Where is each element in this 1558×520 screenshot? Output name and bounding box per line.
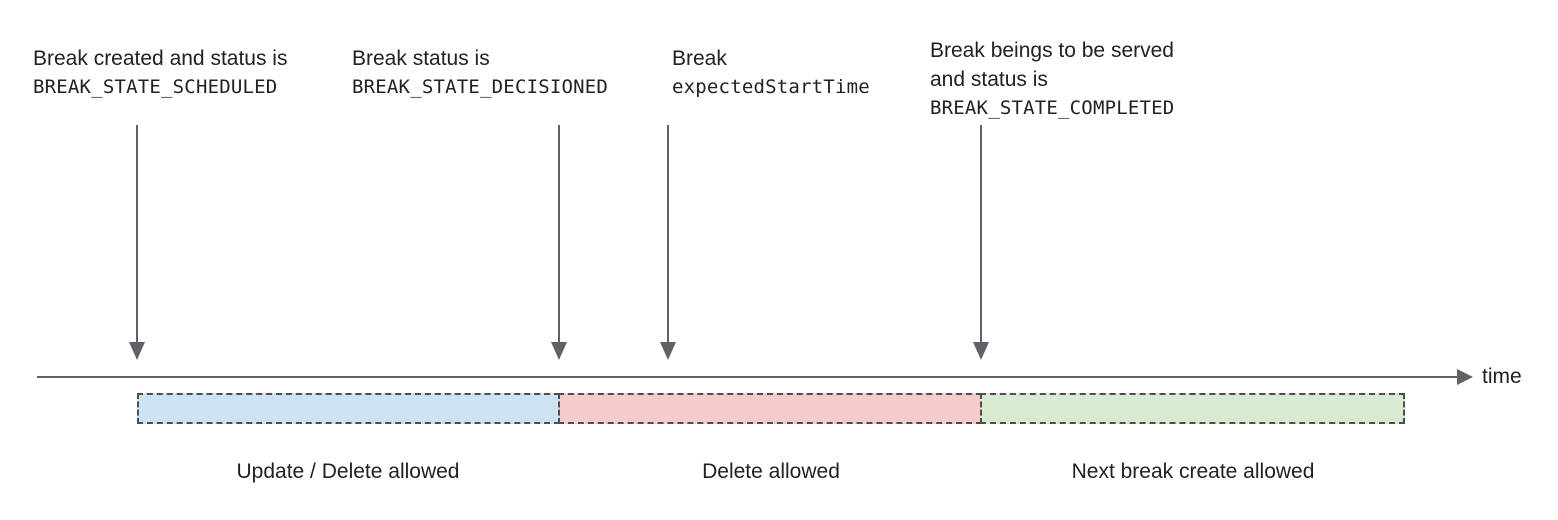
segment-update-delete-allowed bbox=[137, 393, 560, 424]
annotation-text: Break created and status is bbox=[33, 47, 288, 70]
event-arrow-decisioned bbox=[551, 125, 567, 360]
period-bar bbox=[137, 393, 1405, 424]
arrow-down-icon bbox=[129, 342, 145, 360]
time-axis-line bbox=[37, 376, 1458, 378]
event-arrow-scheduled bbox=[129, 125, 145, 360]
annotation-text: and status is bbox=[930, 68, 1048, 91]
annotation-break-scheduled: Break created and status is BREAK_STATE_… bbox=[33, 44, 287, 102]
annotation-code: BREAK_STATE_SCHEDULED bbox=[33, 76, 278, 98]
annotation-text: Break status is bbox=[352, 47, 490, 70]
period-label-next-break-create: Next break create allowed bbox=[1071, 460, 1315, 483]
segment-next-break-create-allowed bbox=[980, 393, 1405, 424]
period-label-delete: Delete allowed bbox=[702, 460, 840, 483]
annotation-code: expectedStartTime bbox=[672, 76, 870, 98]
arrow-down-icon bbox=[551, 342, 567, 360]
arrow-down-icon bbox=[973, 342, 989, 360]
annotation-code: BREAK_STATE_COMPLETED bbox=[930, 97, 1175, 119]
annotation-break-completed: Break beings to be served and status is … bbox=[930, 36, 1174, 123]
annotation-code: BREAK_STATE_DECISIONED bbox=[352, 76, 609, 98]
event-arrow-completed bbox=[973, 125, 989, 360]
annotation-break-decisioned: Break status is BREAK_STATE_DECISIONED bbox=[352, 44, 608, 102]
arrow-shaft bbox=[558, 125, 560, 342]
annotation-text: Break bbox=[672, 47, 727, 70]
arrow-shaft bbox=[667, 125, 669, 342]
arrow-right-icon bbox=[1457, 369, 1473, 385]
arrow-down-icon bbox=[660, 342, 676, 360]
period-label-update-delete: Update / Delete allowed bbox=[236, 460, 460, 483]
arrow-shaft bbox=[136, 125, 138, 342]
arrow-shaft bbox=[980, 125, 982, 342]
time-axis-label: time bbox=[1482, 365, 1522, 388]
annotation-expected-start-time: Break expectedStartTime bbox=[672, 44, 870, 102]
event-arrow-expected-start bbox=[660, 125, 676, 360]
segment-delete-allowed bbox=[558, 393, 982, 424]
annotation-text: Break beings to be served bbox=[930, 39, 1174, 62]
